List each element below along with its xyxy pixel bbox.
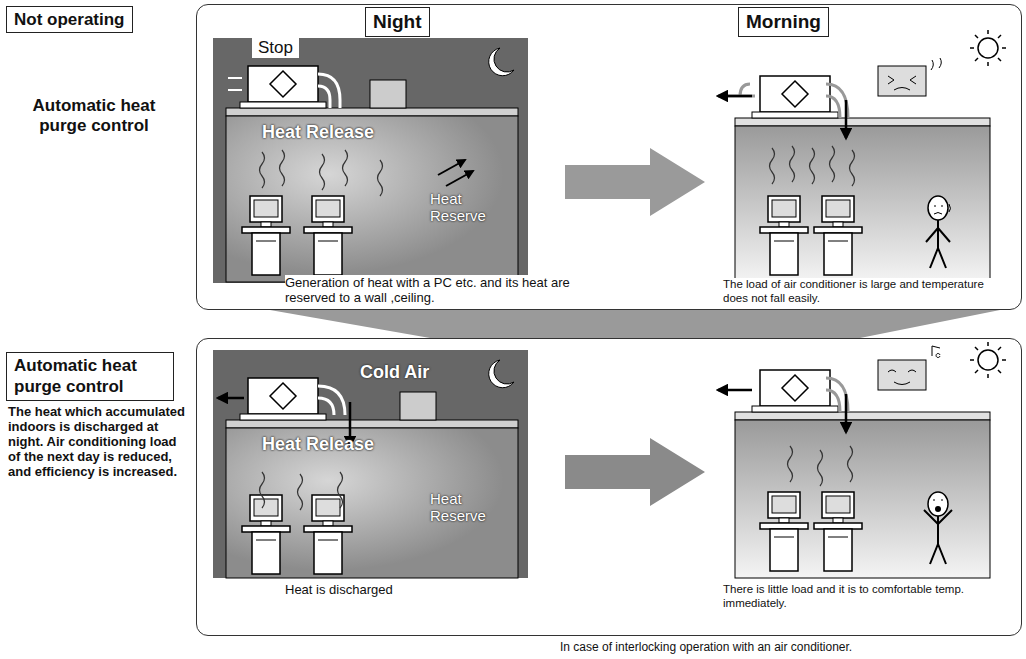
time-box: Night <box>365 7 430 37</box>
time-box: Morning <box>738 7 829 37</box>
caption-text: Generation of heat with a PC etc. and it… <box>285 275 575 306</box>
scene-panel: Night MorningGeneration of heat with a PC… <box>196 4 1022 310</box>
state-label: Stop <box>252 38 299 58</box>
air-label: Cold Air <box>360 362 429 383</box>
section-heading: Automatic heat purge control <box>14 96 174 135</box>
state-box: Not operating <box>6 6 133 33</box>
heat-label: Heat Reserve <box>430 490 492 525</box>
box-label: Not operating <box>14 9 125 30</box>
state-box: Automatic heat purge control <box>6 352 174 401</box>
box-label: Automatic heat purge control <box>14 355 166 398</box>
caption-text: Heat is discharged <box>285 582 575 598</box>
footnote: In case of interlocking operation with a… <box>560 641 852 655</box>
box-label: Morning <box>746 10 821 34</box>
box-label: Night <box>373 10 422 34</box>
scene-panel: Heat is discharged There is little load a… <box>196 338 1022 636</box>
heat-label: Heat Reserve <box>430 190 492 225</box>
heat-label: Heat Release <box>262 122 374 143</box>
description-note: The heat which accumulated indoors is di… <box>8 405 190 480</box>
caption-text: There is little load and it is to comfor… <box>723 583 1008 611</box>
caption-text: The load of air conditioner is large and… <box>723 278 1008 306</box>
heat-label: Heat Release <box>262 434 374 455</box>
